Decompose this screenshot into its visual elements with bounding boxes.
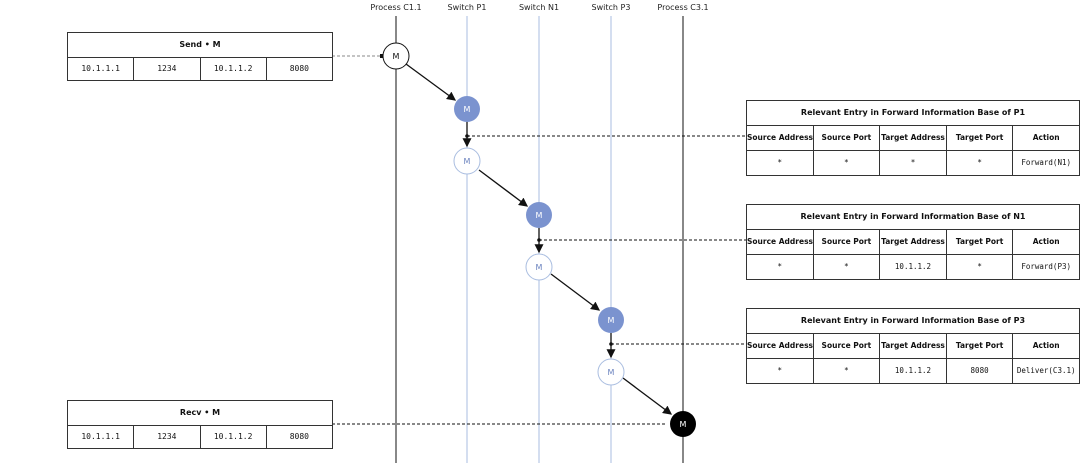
fib-val-source-address: * [747, 151, 814, 175]
send-message-box: Send • M 10.1.1.1 1234 10.1.1.2 8080 [67, 32, 333, 81]
node-label: M [608, 316, 615, 325]
junction-dot-n1 [537, 238, 541, 242]
recv-title: Recv • M [68, 401, 332, 426]
node-label: M [393, 52, 400, 61]
recv-source-port: 1234 [134, 426, 201, 448]
send-connector-end [380, 54, 384, 58]
send-source-port: 1234 [134, 58, 201, 80]
lane-label-n1: Switch N1 [518, 3, 560, 12]
arrow-n1-to-p3 [550, 273, 601, 311]
fib-title: Relevant Entry in Forward Information Ba… [747, 205, 1079, 230]
fib-col-target-address: Target Address [880, 334, 947, 358]
recv-source-address: 10.1.1.1 [68, 426, 135, 448]
fib-col-source-address: Source Address [747, 126, 814, 150]
recv-message-box: Recv • M 10.1.1.1 1234 10.1.1.2 8080 [67, 400, 333, 449]
junction-dot-p3 [609, 342, 613, 346]
fib-col-target-address: Target Address [880, 126, 947, 150]
fib-col-action: Action [1032, 133, 1060, 142]
fib-title: Relevant Entry in Forward Information Ba… [747, 309, 1079, 334]
fib-col-target-address: Target Address [880, 230, 947, 254]
fib-col-target-port: Target Port [947, 230, 1014, 254]
lane-label-p1: Switch P1 [447, 3, 487, 12]
lane-label-p3: Switch P3 [591, 3, 631, 12]
node-c11-send: M [382, 42, 410, 70]
fib-col-target-port: Target Port [947, 334, 1014, 358]
fib-table-p3: Relevant Entry in Forward Information Ba… [746, 308, 1080, 384]
junction-dot-p1 [465, 134, 469, 138]
send-target-address: 10.1.1.2 [201, 58, 267, 80]
fib-val-target-port: * [947, 255, 1014, 279]
fib-col-source-port: Source Port [814, 230, 881, 254]
node-label: M [464, 105, 471, 114]
fib-col-source-address: Source Address [747, 230, 814, 254]
fib-table-n1: Relevant Entry in Forward Information Ba… [746, 204, 1080, 280]
node-label: M [536, 263, 543, 272]
fib-table-p1: Relevant Entry in Forward Information Ba… [746, 100, 1080, 176]
fib-col-target-port: Target Port [947, 126, 1014, 150]
node-p1-receive: M [454, 96, 480, 122]
node-c31-receive: M [670, 411, 696, 437]
node-label: M [536, 211, 543, 220]
arrow-p1-to-n1 [478, 169, 529, 207]
arrow-p3-to-c31 [622, 377, 673, 415]
node-label: M [680, 420, 687, 429]
fib-val-target-address: 10.1.1.2 [880, 359, 947, 383]
send-target-port: 8080 [289, 64, 309, 73]
fib-val-source-address: * [747, 255, 814, 279]
fib-val-source-address: * [747, 359, 814, 383]
fib-col-action: Action [1032, 237, 1060, 246]
fib-val-action: Forward(P3) [1021, 262, 1071, 271]
fib-val-action: Deliver(C3.1) [1016, 366, 1076, 375]
lane-label-c11: Process C1.1 [370, 3, 422, 12]
node-p3-receive: M [598, 307, 624, 333]
node-label: M [608, 368, 615, 377]
fib-col-source-port: Source Port [814, 334, 881, 358]
fib-col-source-port: Source Port [814, 126, 881, 150]
fib-val-target-port: * [947, 151, 1014, 175]
recv-target-address: 10.1.1.2 [201, 426, 267, 448]
recv-target-port: 8080 [289, 432, 309, 441]
send-title: Send • M [68, 33, 332, 58]
node-p1-forward: M [453, 147, 481, 175]
lane-label-c31: Process C3.1 [657, 3, 709, 12]
node-label: M [464, 157, 471, 166]
fib-col-source-address: Source Address [747, 334, 814, 358]
fib-val-source-port: * [814, 151, 881, 175]
fib-val-target-port: 8080 [947, 359, 1014, 383]
node-n1-forward: M [525, 253, 553, 281]
fib-title: Relevant Entry in Forward Information Ba… [747, 101, 1079, 126]
fib-val-source-port: * [814, 359, 881, 383]
node-n1-receive: M [526, 202, 552, 228]
fib-val-target-address: 10.1.1.2 [880, 255, 947, 279]
arrow-c11-to-p1 [405, 63, 457, 101]
fib-col-action: Action [1032, 341, 1060, 350]
node-p3-forward: M [597, 358, 625, 386]
send-source-address: 10.1.1.1 [68, 58, 135, 80]
fib-val-target-address: * [880, 151, 947, 175]
fib-val-source-port: * [814, 255, 881, 279]
fib-val-action: Forward(N1) [1021, 158, 1071, 167]
